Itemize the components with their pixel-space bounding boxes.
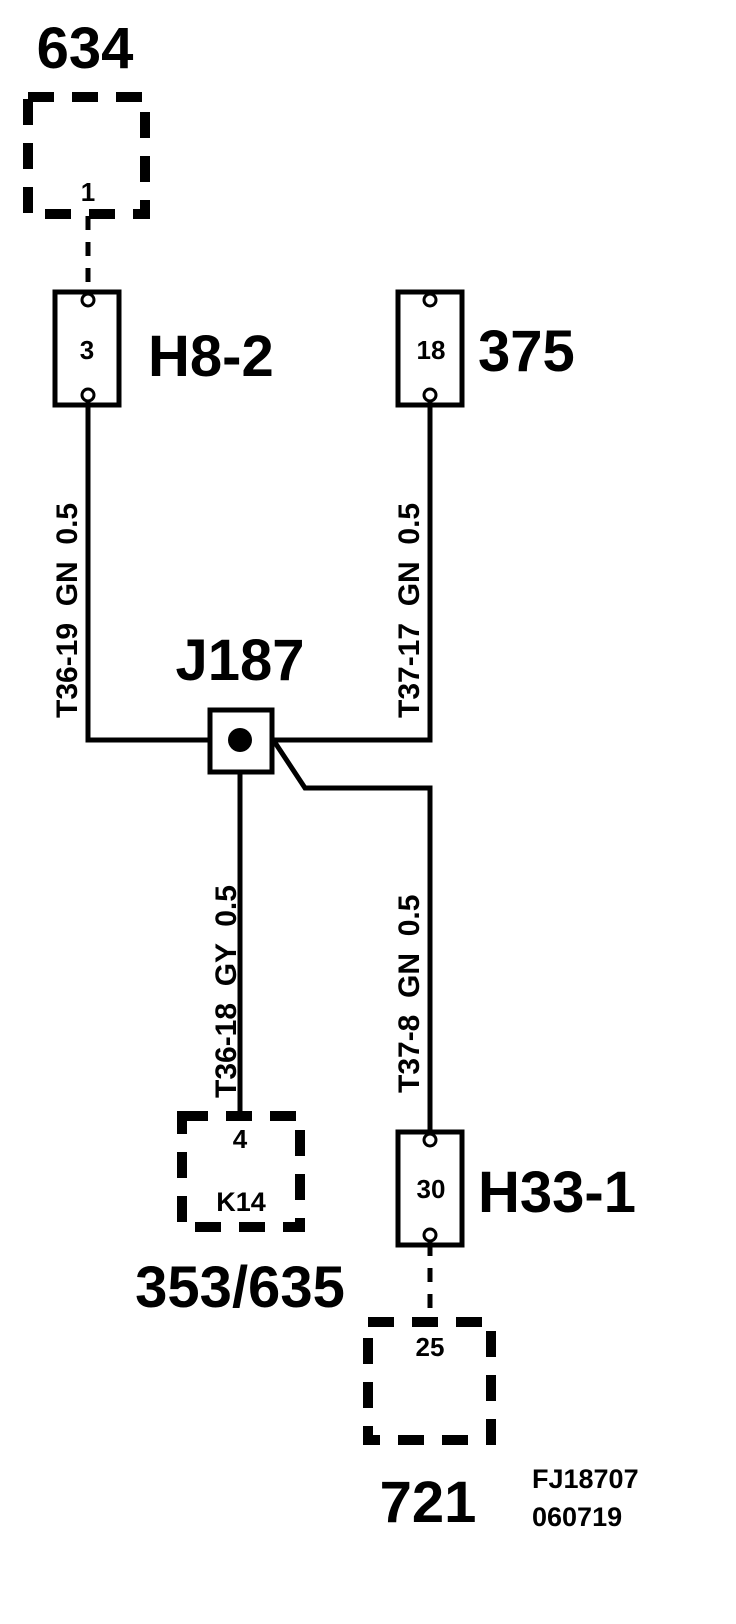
component-721[interactable]: 25 721	[363, 1317, 496, 1535]
wire-375-to-j187[interactable]	[272, 401, 433, 743]
connector-375-pin-top	[422, 292, 438, 308]
connector-375-pin: 18	[417, 335, 446, 365]
drawing-code-line2: 060719	[532, 1502, 622, 1532]
connector-375-label: 375	[478, 319, 575, 384]
splice-j187-dot	[228, 728, 252, 752]
drawing-code-line1: FJ18707	[532, 1464, 639, 1494]
component-k14-box	[177, 1111, 305, 1232]
component-721-pin: 25	[416, 1332, 445, 1362]
connector-375[interactable]: 18 375	[395, 289, 575, 408]
connector-h8-2-body	[52, 289, 122, 408]
connector-h33-1-pin-top	[422, 1132, 438, 1148]
component-634-box	[23, 92, 150, 219]
wire-label-t37-8: T37-8 GN 0.5	[393, 895, 426, 1093]
wire-j187-to-h33-1[interactable]	[269, 736, 433, 1133]
connector-h8-2[interactable]: 3 H8-2	[52, 289, 274, 408]
component-k14[interactable]: 4 K14 353/635	[135, 1111, 345, 1320]
connector-h8-2-label: H8-2	[148, 324, 274, 389]
connector-h33-1-label: H33-1	[478, 1160, 636, 1225]
connector-h8-2-pin: 3	[80, 335, 94, 365]
component-k14-page-ref: 353/635	[135, 1255, 345, 1320]
connector-h33-1-pin: 30	[417, 1174, 446, 1204]
wire-h8-2-to-j187[interactable]	[85, 401, 210, 743]
component-634-label: 634	[37, 16, 134, 81]
component-634-pin: 1	[81, 177, 95, 207]
connector-h33-1[interactable]: 30 H33-1	[395, 1129, 636, 1248]
wire-label-t37-17: T37-17 GN 0.5	[393, 503, 426, 718]
connector-375-pin-bottom	[422, 387, 438, 403]
splice-j187[interactable]: J187	[175, 628, 305, 775]
drawing-code: FJ18707 060719	[532, 1464, 639, 1532]
connector-h8-2-pin-bottom	[80, 387, 96, 403]
connector-h33-1-pin-bottom	[422, 1227, 438, 1243]
connector-h33-1-body	[395, 1129, 465, 1248]
connector-h8-2-pin-top	[80, 292, 96, 308]
wire-label-t36-19: T36-19 GN 0.5	[51, 503, 84, 718]
component-634[interactable]: 634 1	[23, 16, 150, 219]
component-721-label: 721	[380, 1470, 477, 1535]
wire-label-t36-18: T36-18 GY 0.5	[210, 885, 243, 1098]
component-k14-label: K14	[216, 1187, 266, 1217]
component-k14-pin: 4	[233, 1124, 248, 1154]
splice-j187-label: J187	[175, 628, 304, 693]
component-721-box	[363, 1317, 496, 1445]
